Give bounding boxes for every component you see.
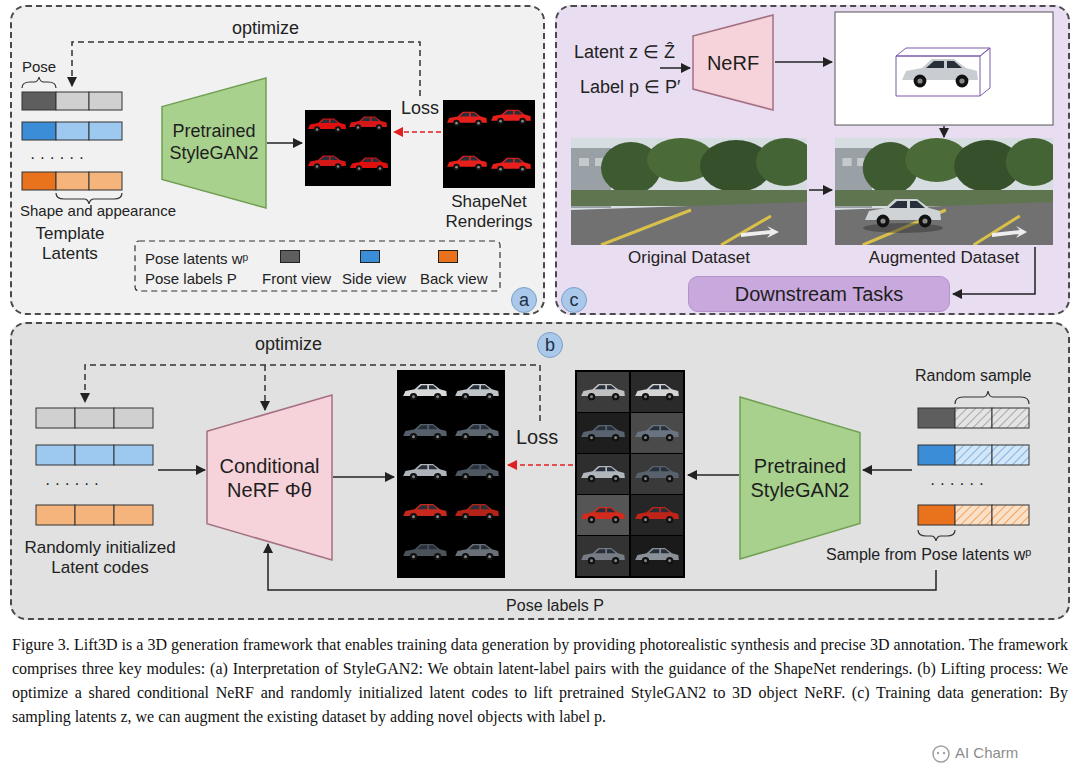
nerf-outputs <box>397 370 505 578</box>
arrow <box>943 126 945 137</box>
augmented-photo <box>835 138 1061 245</box>
block-label: Pretrained StyleGAN2 <box>167 121 261 164</box>
nerf-block: Conditional NeRF Φθ <box>207 395 332 560</box>
arrow <box>775 61 832 63</box>
generator-block: Pretrained StyleGAN2 <box>162 78 266 208</box>
optimize-loop <box>72 42 420 96</box>
panel: a Pretrained StyleGAN2 <box>10 5 545 315</box>
panel: bConditional NeRF Φθ Pretrained StyleGAN2 <box>10 322 1070 620</box>
arrow <box>660 67 690 69</box>
template-latent-bars <box>22 92 122 190</box>
trapezoid-shape <box>162 78 266 208</box>
input-label: Latent z ∈ Ẑ <box>574 42 675 64</box>
image-label: ShapeNet Renderings <box>434 192 544 233</box>
arrow <box>267 142 302 144</box>
legend-text: Side view <box>342 270 406 288</box>
legend-box <box>135 241 500 291</box>
figure-caption: Figure 3. Lift3D is a 3D generation fram… <box>12 633 1068 729</box>
block-outline <box>740 397 860 559</box>
part-label: Shape and appearance <box>20 202 176 220</box>
trapezoid-shape <box>693 15 773 110</box>
loss-arrow <box>394 131 441 133</box>
legend-swatch <box>360 250 380 263</box>
ellipsis: · · · · · · <box>30 148 84 167</box>
generated-images <box>305 110 391 186</box>
group-label: Template Latents <box>20 224 120 265</box>
legend-swatch <box>280 250 300 263</box>
image-label: Augmented Dataset <box>869 248 1019 268</box>
shapenet-renderings <box>443 100 535 188</box>
latent-code-bars <box>36 408 153 525</box>
loss-arrow <box>508 464 573 466</box>
legend-swatch <box>438 250 458 263</box>
nerf-block: NeRF <box>693 15 773 110</box>
arrow <box>809 189 832 191</box>
arrow <box>863 469 912 471</box>
optimize-loop <box>85 365 540 421</box>
watermark-icon <box>933 746 949 762</box>
arrow <box>688 474 739 476</box>
group-label: Randomly initialized Latent codes <box>12 538 188 579</box>
part-label: Random sample <box>915 366 1032 385</box>
line-label: Pose labels P <box>506 596 604 615</box>
legend-heading: Pose labels P <box>145 270 237 288</box>
legend-text: Back view <box>420 270 488 288</box>
task-band: Downstream Tasks <box>688 276 950 312</box>
original-photo <box>571 138 816 245</box>
panel-badge: c <box>561 287 587 313</box>
brace <box>918 530 955 541</box>
image-label: Original Dataset <box>628 248 750 268</box>
arrow <box>333 476 394 478</box>
block-label: NeRF <box>698 51 768 75</box>
input-label: Label p ∈ P′ <box>580 77 680 99</box>
loop-label: optimize <box>255 334 322 356</box>
trapezoid-shape <box>740 397 860 559</box>
generator-block: Pretrained StyleGAN2 <box>740 397 860 559</box>
arrow <box>158 469 205 471</box>
loss-label: Loss <box>401 98 439 120</box>
sampled-latent-bars <box>918 408 1029 525</box>
panel-badge: a <box>511 287 537 313</box>
block-label: Conditional NeRF Φθ <box>212 454 327 502</box>
block-outline <box>207 395 332 560</box>
brace <box>22 77 56 88</box>
part-label: Sample from Pose latents wᵖ <box>826 545 1031 564</box>
trapezoid-shape <box>207 395 332 560</box>
part-label: Pose <box>22 58 56 76</box>
stylegan-outputs <box>575 370 685 578</box>
ellipsis: · · · · · · <box>45 474 99 493</box>
legend-text: Front view <box>262 270 331 288</box>
loop-label: optimize <box>232 18 299 40</box>
ellipsis: · · · · · · <box>930 474 984 493</box>
panel-badge: b <box>537 332 563 358</box>
watermark: AI Charm <box>955 744 1018 762</box>
block-label: Pretrained StyleGAN2 <box>745 454 855 502</box>
legend-heading: Pose latents wᵖ <box>145 250 248 268</box>
block-label: Downstream Tasks <box>693 282 945 306</box>
brace <box>955 391 1029 404</box>
nerf-render <box>835 12 1053 125</box>
optimize-loop <box>264 365 266 410</box>
loss-label: Loss <box>516 425 558 449</box>
